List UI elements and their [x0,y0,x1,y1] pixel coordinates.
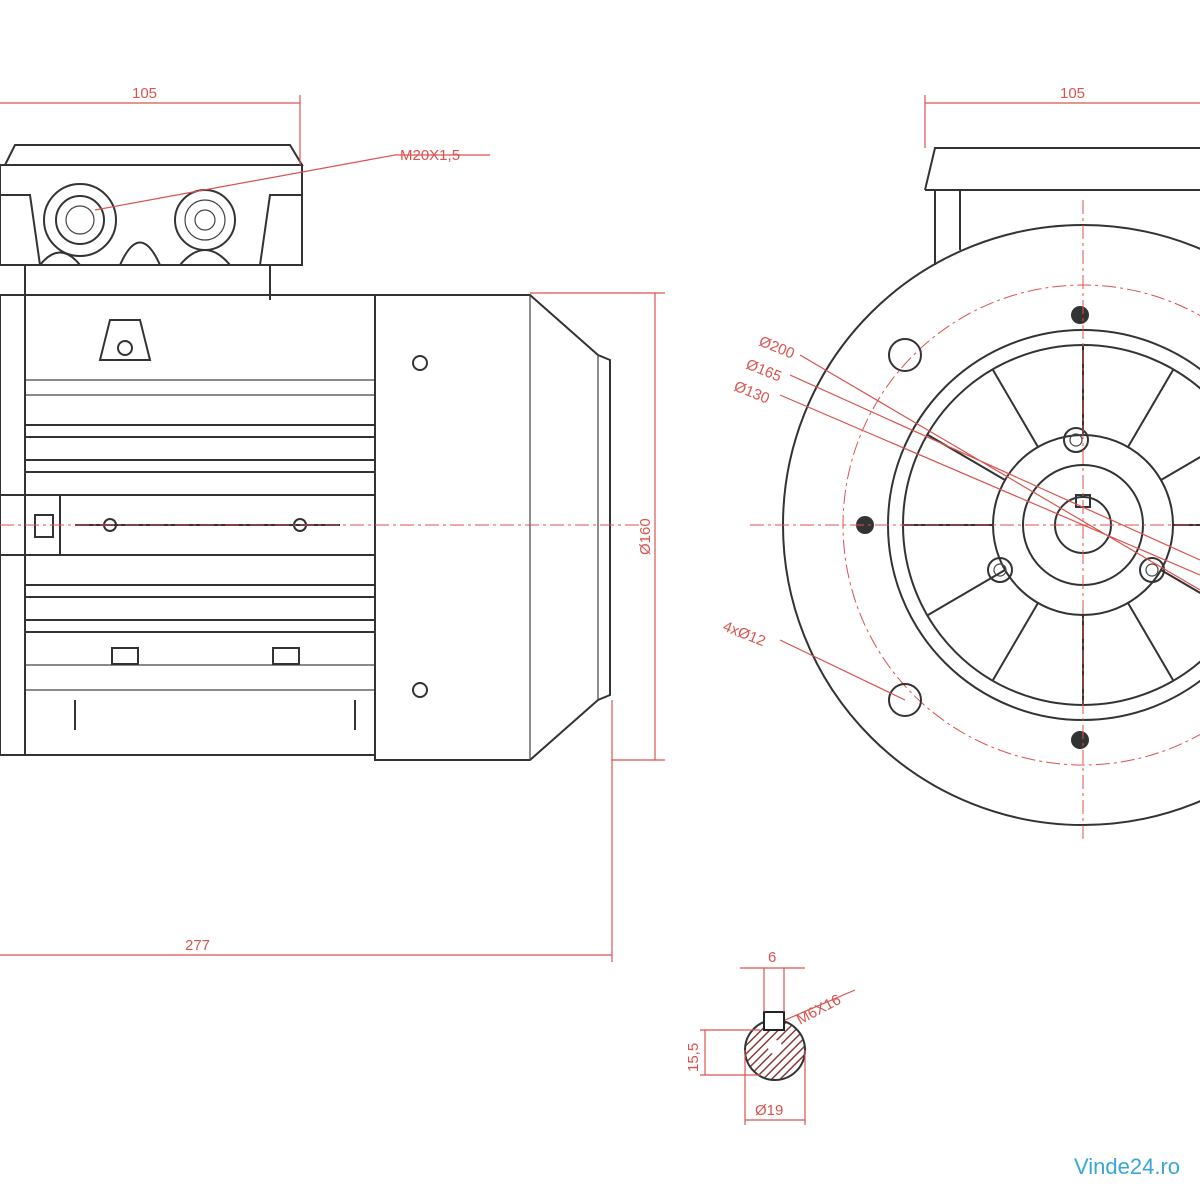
thread-label: M20X1,5 [400,147,460,164]
motor-body [0,265,376,756]
dim-length: 277 [185,937,210,954]
watermark: Vinde24.ro [1073,1154,1180,1179]
side-view: 105 M20X1,5 Ø160 277 [0,85,665,962]
dim-shaft: Ø19 [755,1102,783,1119]
dim-key-height: 15,5 [685,1043,702,1072]
shaft-detail: 6 M6X16 15,5 Ø19 [685,949,856,1125]
ribs [903,345,1200,705]
dim-flange-outer: Ø200 [757,333,797,363]
dim-thread: M6X16 [794,991,844,1028]
dim-box-width-front: 105 [1060,85,1085,102]
dim-box-width-side: 105 [132,85,157,102]
fan-cover [374,294,611,761]
dim-key-width: 6 [768,949,776,966]
dim-holes: 4xØ12 [721,618,768,650]
dim-bolt-circle: Ø165 [744,356,784,386]
front-view: 105 Ø200 Ø165 Ø130 4xØ12 [721,85,1200,840]
terminal-box [0,144,304,266]
dimensions-side: 105 M20X1,5 Ø160 277 [0,85,665,962]
dim-diameter-side: Ø160 [637,518,654,555]
dim-spigot: Ø130 [732,378,772,408]
